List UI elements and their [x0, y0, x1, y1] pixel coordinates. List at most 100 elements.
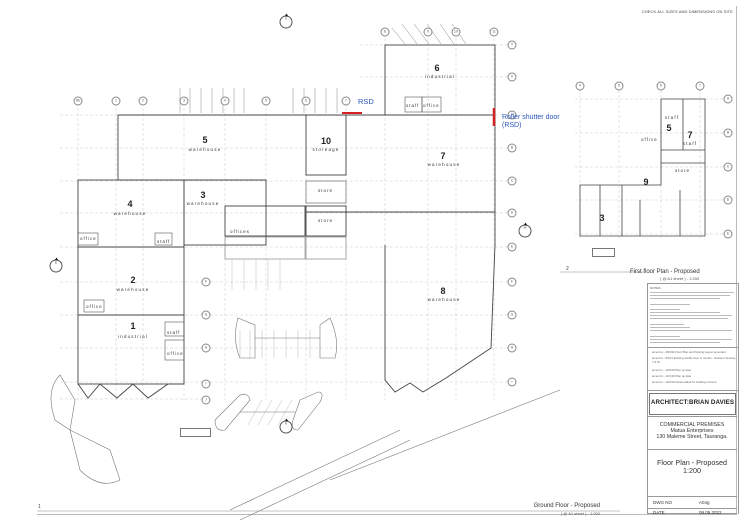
sheet-border: [37, 6, 737, 515]
room-number: 2: [130, 275, 136, 285]
grid-bubble: 4: [220, 96, 230, 106]
note-text-line: [650, 292, 734, 294]
rsd-tag: RSD: [358, 97, 374, 106]
grid-bubble: B: [507, 143, 517, 153]
revision-entry: amend c - 13/9/18 Plan up date: [652, 368, 692, 372]
note-text-line: [650, 336, 680, 338]
store-label: store: [318, 188, 334, 193]
revision-entry: amend a - 28/6/22 Floor Plan and Parking…: [652, 350, 726, 354]
office-label: office: [80, 236, 97, 241]
room-label: warehouse: [427, 162, 461, 167]
grid-bubble: D: [723, 195, 733, 205]
grid-bubble: C: [507, 176, 517, 186]
site-check-note: CHECK ALL SIZES AND DIMENSIONS ON SITE: [641, 9, 733, 14]
notes-panel: NOTES: amend a - 28/6/22 Floor Plan and …: [647, 283, 739, 391]
dwg-no-value: A04g: [699, 500, 710, 505]
compass-icon: N: [279, 418, 293, 434]
grid-bubble: H: [201, 343, 211, 353]
date-value: 09.05.2022: [699, 509, 722, 515]
grid-bubble: 3: [179, 96, 189, 106]
first-floor-scale: ( @ A1 sheet ) - 1:200: [660, 276, 700, 281]
grid-bubble: 8b: [73, 96, 83, 106]
grid-bubble: I: [201, 379, 211, 389]
note-text-line: [650, 295, 730, 297]
note-text-line: [650, 312, 720, 314]
room-number: 10: [320, 136, 332, 146]
grid-bubble: E: [723, 229, 733, 239]
dwg-no-row: DWG NO A04g: [647, 496, 737, 508]
view-number: 1: [38, 504, 41, 510]
room-label: warehouse: [427, 297, 461, 302]
note-text-line: [650, 327, 690, 329]
room-label: warehouse: [113, 211, 147, 216]
grid-bubble: I: [507, 377, 517, 387]
compass-icon: S: [279, 13, 293, 29]
grid-bubble: B: [723, 128, 733, 138]
grid-bubble: C: [723, 162, 733, 172]
architect-box: ARCHITECT:BRIAN DAVIES: [649, 393, 736, 415]
grid-bubble: 5: [261, 96, 271, 106]
view-number: 2: [566, 266, 569, 272]
staff-label: staff: [167, 330, 181, 335]
dwg-no-label: DWG NO: [653, 500, 672, 505]
date-row: DATE 09.05.2022: [647, 508, 737, 515]
room-number: 1: [130, 321, 136, 331]
drawing-title: Floor Plan - Proposed 1:200: [647, 449, 737, 496]
grid-bubble: G: [507, 310, 517, 320]
offices-label: offices: [230, 229, 250, 234]
grid-bubble: 6: [656, 81, 666, 91]
room-label: warehouse: [116, 287, 150, 292]
note-text-line: [650, 342, 720, 344]
ground-floor-scale: ( @ A1 sheet ) - 1:200: [560, 511, 600, 516]
grid-bubble: F: [507, 277, 517, 287]
room-number: 5: [202, 135, 208, 145]
ground-floor-title: Ground Floor - Proposed: [533, 503, 600, 509]
first-floor-walls: [579, 98, 706, 237]
office-label: office: [86, 304, 103, 309]
grid-bubble: E: [507, 242, 517, 252]
grid-lines: [60, 38, 510, 400]
staff-label: staff: [406, 103, 420, 108]
grid-bubble: Y: [507, 40, 517, 50]
room-label: industrial: [424, 74, 456, 79]
grid-bubble: F: [201, 277, 211, 287]
room-number: 7: [687, 130, 693, 140]
grid-bubble: 8: [380, 27, 390, 37]
office-label: office: [641, 137, 658, 142]
note-text-line: [650, 339, 732, 341]
project-line-2: Matua Enterprises: [670, 428, 714, 434]
room-number: 8: [440, 286, 446, 296]
room-number: 9: [643, 177, 649, 187]
room-label: warehouse: [188, 147, 222, 152]
grid-bubble: 9: [423, 27, 433, 37]
grid-bubble: 2: [138, 96, 148, 106]
grid-bubble: H: [507, 343, 517, 353]
room-number: 3: [599, 213, 605, 223]
rsd-note: Roller shutter door (RSD): [502, 114, 560, 131]
grid-bubble: 5: [614, 81, 624, 91]
drawing-title-line-2: 1:200: [683, 466, 701, 475]
grid-bubble: G: [201, 310, 211, 320]
room-number: 7: [440, 151, 446, 161]
grid-bubble: 4: [575, 81, 585, 91]
grid-bubble: 7: [695, 81, 705, 91]
room-label: staff: [664, 115, 680, 120]
revision-entry: amend d - 13/1/19 Plan up date: [652, 374, 692, 378]
office-label: office: [423, 103, 440, 108]
note-text-line: [650, 298, 720, 300]
room-number: 5: [666, 123, 672, 133]
note-text-line: [650, 315, 732, 317]
grid-bubble: D: [507, 208, 517, 218]
room-label: industrial: [117, 334, 149, 339]
first-floor-title: First floor Plan - Proposed: [630, 269, 700, 275]
note-text-line: [650, 330, 732, 332]
grid-bubble: 6: [301, 96, 311, 106]
grid-bubble: 11: [489, 27, 499, 37]
architect-name: ARCHITECT:BRIAN DAVIES: [650, 399, 735, 406]
rsd-note-line2: (RSD): [502, 122, 522, 130]
project-line-1: COMMERCIAL PREMISES: [659, 422, 725, 428]
legend-box: [592, 248, 615, 257]
revision-entry: amend e - 13/9/19 Notes added for buildi…: [652, 380, 717, 384]
